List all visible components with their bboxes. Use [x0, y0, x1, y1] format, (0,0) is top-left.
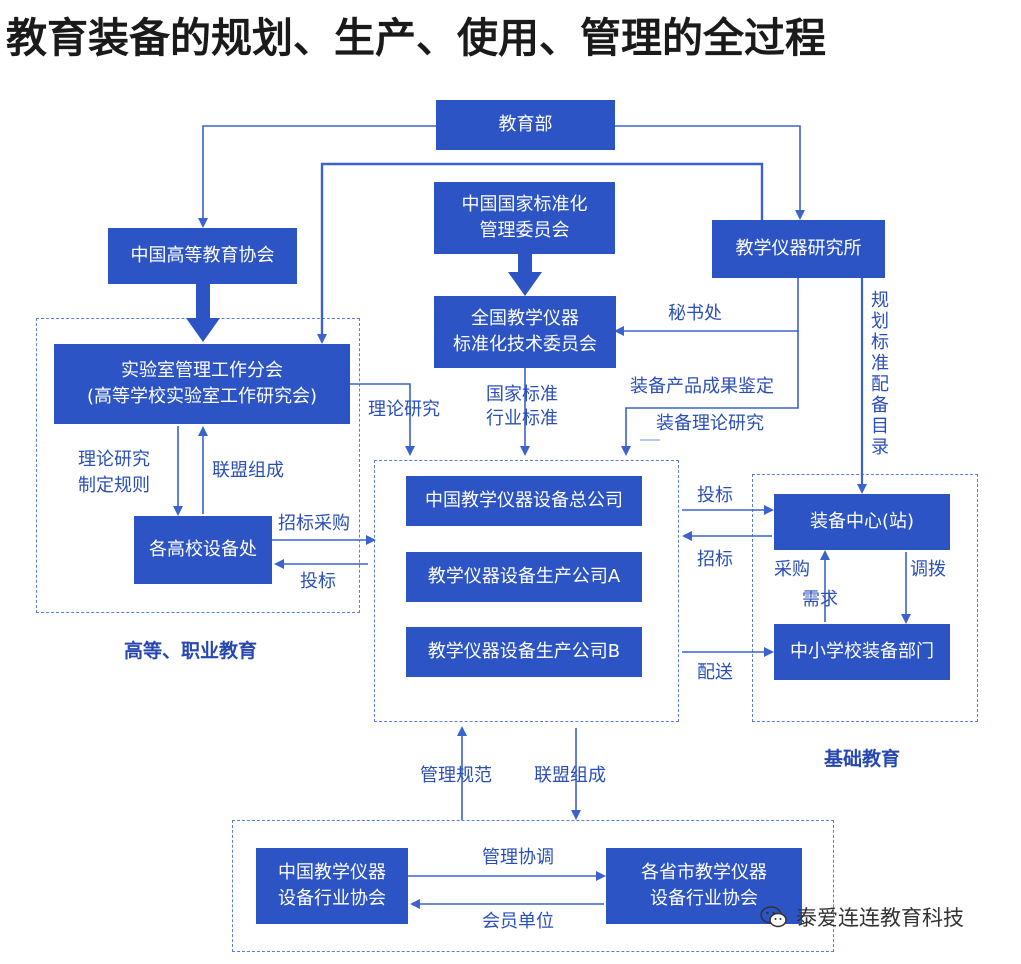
- theory-research-label: 理论研究: [368, 399, 440, 420]
- univ-equipment-dept-node: 各高校设备处: [134, 516, 272, 584]
- region-producers: [374, 460, 679, 722]
- corp-general-node: 中国教学仪器设备总公司: [406, 476, 642, 526]
- alliance-bottom-label: 联盟组成: [534, 765, 606, 786]
- corp-a-node: 教学仪器设备生产公司A: [406, 552, 642, 602]
- theory-rules-line2: 制定规则: [78, 475, 150, 496]
- lab-branch-node: 实验室管理工作分会 (高等学校实验室工作研究会): [54, 344, 350, 424]
- allocate-label: 调拨: [910, 559, 946, 580]
- sac-label-line2: 管理委员会: [479, 220, 570, 241]
- std-label-line1: 国家标准: [486, 384, 558, 405]
- moe-label: 教育部: [498, 114, 553, 135]
- region-basic-caption: 基础教育: [824, 748, 901, 770]
- purchase-label: 采购: [774, 559, 810, 580]
- moe-node: 教育部: [436, 100, 615, 150]
- tender-label: 招标: [697, 549, 733, 570]
- page-title: 教育装备的规划、生产、使用、管理的全过程: [6, 14, 826, 62]
- member-label: 会员单位: [482, 911, 554, 932]
- equipment-center-node: 装备中心(站): [774, 494, 950, 550]
- region-associations: [232, 820, 834, 952]
- mgmt-norm-label: 管理规范: [420, 765, 492, 786]
- lab-branch-line2: (高等学校实验室工作研究会): [86, 386, 318, 407]
- china-association-node: 中国教学仪器 设备行业协会: [256, 848, 408, 924]
- mgmt-coord-label: 管理协调: [482, 847, 554, 868]
- equipment-center-label: 装备中心(站): [809, 511, 915, 532]
- plan-vertical-label: 规划标准配备目录: [871, 290, 889, 458]
- corp-b-label: 教学仪器设备生产公司B: [427, 641, 621, 662]
- theory-rules-line1: 理论研究: [78, 449, 150, 470]
- corp-general-label: 中国教学仪器设备总公司: [425, 490, 623, 511]
- corp-a-label: 教学仪器设备生产公司A: [427, 566, 621, 587]
- alliance-left-label: 联盟组成: [212, 460, 284, 481]
- provincial-association-line2: 设备行业协会: [650, 888, 758, 909]
- national-committee-line2: 标准化技术委员会: [453, 334, 597, 355]
- region-basic-education: [752, 474, 978, 722]
- school-equipment-dept-label: 中小学校装备部门: [790, 641, 934, 662]
- lab-branch-line1: 实验室管理工作分会: [121, 360, 283, 381]
- sac-label-line1: 中国国家标准化: [461, 194, 588, 215]
- secretariat-label: 秘书处: [668, 303, 722, 324]
- cahe-node: 中国高等教育协会: [108, 228, 297, 284]
- demand-label: 需求: [802, 589, 838, 610]
- provincial-association-line1: 各省市教学仪器: [641, 862, 767, 883]
- univ-equipment-dept-label: 各高校设备处: [149, 539, 257, 560]
- corp-b-node: 教学仪器设备生产公司B: [406, 627, 642, 677]
- school-equipment-dept-node: 中小学校装备部门: [774, 624, 950, 680]
- region-higher-caption: 高等、职业教育: [124, 640, 258, 662]
- deliver-label: 配送: [697, 662, 733, 683]
- cahe-label: 中国高等教育协会: [130, 245, 275, 266]
- std-label-line2: 行业标准: [486, 408, 558, 429]
- provincial-association-node: 各省市教学仪器 设备行业协会: [606, 848, 802, 924]
- watermark-text: 泰爱连连教育科技: [796, 906, 964, 930]
- watermark: 泰爱连连教育科技: [760, 902, 964, 932]
- national-committee-node: 全国教学仪器 标准化技术委员会: [434, 296, 616, 368]
- national-committee-line1: 全国教学仪器: [471, 308, 579, 329]
- institute-label: 教学仪器研究所: [735, 238, 862, 259]
- bid-purchase-label: 招标采购: [278, 513, 350, 534]
- china-association-line1: 中国教学仪器: [278, 862, 386, 883]
- bid-right-label: 投标: [697, 485, 733, 506]
- china-association-line2: 设备行业协会: [278, 888, 386, 909]
- equip-theory-label: 装备理论研究: [656, 413, 764, 434]
- bid-left-label: 投标: [300, 571, 336, 592]
- product-eval-label: 装备产品成果鉴定: [630, 376, 774, 397]
- institute-node: 教学仪器研究所: [712, 220, 885, 278]
- wechat-icon: [760, 906, 787, 928]
- sac-node: 中国国家标准化 管理委员会: [434, 182, 615, 254]
